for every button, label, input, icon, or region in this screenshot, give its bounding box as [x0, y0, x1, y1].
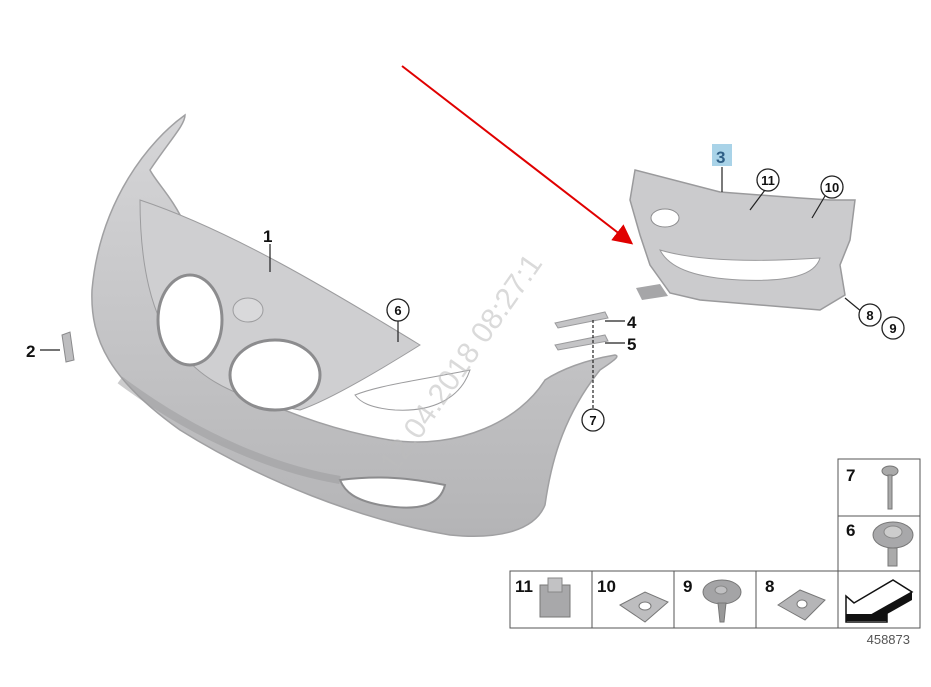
diagram-number: 458873 [867, 632, 910, 647]
callout-6: 6 [394, 303, 401, 318]
clip-nut-icon [777, 589, 826, 621]
part-4-trim [554, 311, 609, 329]
fastener-legend-grid [509, 458, 921, 629]
callout-3: 3 [716, 148, 725, 167]
spring-nut-icon [619, 591, 669, 623]
callout-5: 5 [627, 335, 636, 354]
part-5-trim [554, 334, 609, 351]
legend-label-10: 10 [597, 577, 616, 596]
legend-label-9: 9 [683, 577, 692, 596]
legend-label-7: 7 [846, 466, 855, 485]
part-3-carrier [629, 169, 856, 311]
callout-1: 1 [263, 227, 272, 246]
callout-9: 9 [889, 321, 896, 336]
direction-arrow-icon [845, 579, 914, 623]
collar-screw-icon [872, 521, 914, 567]
expanding-rivet-icon [702, 579, 742, 623]
highlight-box [712, 144, 732, 166]
screw-icon [881, 465, 899, 510]
legend-label-8: 8 [765, 577, 774, 596]
front-bumper-cover [91, 113, 618, 537]
clip-icon [539, 577, 571, 618]
leader-lines [40, 167, 863, 408]
callout-11: 11 [761, 173, 775, 188]
part-2-clip [61, 331, 75, 363]
callout-8: 8 [866, 308, 873, 323]
callout-circles [386, 168, 905, 432]
callout-7: 7 [589, 413, 596, 428]
callout-2: 2 [26, 342, 35, 361]
callout-4: 4 [627, 313, 637, 332]
callout-10: 10 [825, 180, 839, 195]
legend-label-6: 6 [846, 521, 855, 540]
red-arrow [401, 65, 634, 245]
legend-label-11: 11 [515, 577, 533, 596]
